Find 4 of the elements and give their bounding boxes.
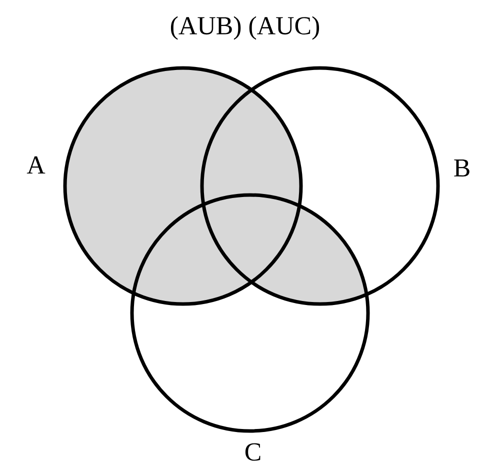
- circle-label: B: [454, 159, 470, 177]
- circle-label: C: [245, 443, 260, 461]
- circle-label: A: [26, 156, 46, 174]
- title: (AUB) (AUC): [170, 16, 320, 40]
